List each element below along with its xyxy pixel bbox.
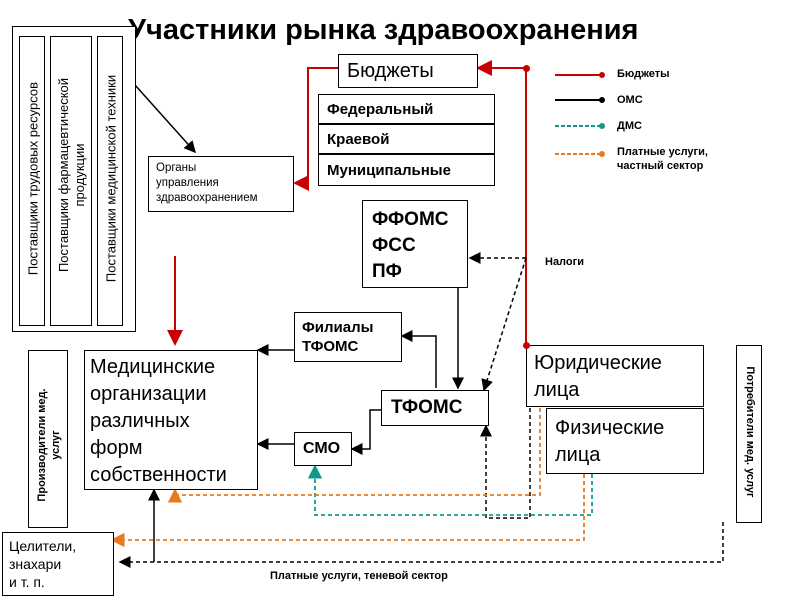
tfoms-label: ТФОМС — [391, 397, 463, 418]
legend-swatches — [555, 72, 605, 157]
med-orgs-line5: собственности — [90, 464, 227, 486]
legend-label-paid-line1: Платные услуги, — [617, 146, 708, 158]
oms-flow-lines — [134, 84, 464, 562]
med-orgs-line3: различных — [90, 410, 190, 432]
page-title: Участники рынка здравоохранения — [128, 14, 639, 46]
consumers-label: Потребители мед. услуг — [744, 366, 756, 498]
legend-swatch-budgets — [555, 72, 605, 78]
producers-label-box: Производители мед. услуг — [28, 350, 68, 528]
smo-label: СМО — [303, 440, 341, 457]
budget-municipal-label: Муниципальные — [327, 162, 451, 179]
budget-federal-label: Федеральный — [327, 101, 434, 118]
tfoms-box: ТФОМС — [381, 390, 489, 426]
funds-label: ФФОМС ФСС ПФ — [372, 207, 449, 285]
budget-regional-label: Краевой — [327, 131, 390, 148]
healers-line1: Целители, — [9, 538, 77, 554]
consumers-label-box: Потребители мед. услуг — [736, 345, 762, 523]
budgets-box: Бюджеты — [338, 54, 478, 88]
healers-label: Целители, знахари и т. п. — [9, 537, 76, 591]
med-orgs-line4: форм — [90, 437, 143, 459]
health-authorities-label: Органы управления здравоохранением — [156, 161, 258, 206]
funds-fss: ФСС — [372, 235, 416, 256]
budget-municipal-box: Муниципальные — [318, 154, 495, 186]
individuals-label: Физические лица — [555, 415, 664, 469]
tfoms-branches-line2: ТФОМС — [302, 338, 359, 355]
funds-box: ФФОМС ФСС ПФ — [362, 200, 468, 288]
tfoms-branches-line1: Филиалы — [302, 319, 374, 336]
supplier-pharma-label: Поставщики фармацевтической продукции — [56, 30, 88, 320]
legal-entities-line2: лица — [534, 379, 580, 401]
legend-label-budgets: Бюджеты — [617, 68, 670, 80]
medical-organizations-box: Медицинские организации различных форм с… — [84, 350, 258, 490]
taxes-dashed-lines — [118, 252, 724, 568]
producers-label: Производители мед. услуг — [35, 356, 63, 534]
supplier-pharma-box: Поставщики фармацевтической продукции — [50, 36, 92, 326]
budgets-title: Бюджеты — [347, 60, 434, 82]
individuals-line2: лица — [555, 444, 601, 466]
junction-dot-bottom — [523, 342, 530, 349]
legend-swatch-paid — [555, 151, 605, 157]
individuals-box: Физические лица — [546, 408, 704, 474]
legend-swatch-dms — [555, 123, 605, 129]
producers-line1: Производители мед. — [36, 388, 48, 502]
smo-box: СМО — [294, 432, 352, 466]
taxes-label: Налоги — [545, 256, 584, 268]
paid-flow-lines — [110, 408, 585, 548]
healers-box: Целители, знахари и т. п. — [2, 532, 114, 596]
health-authorities-line2: управления — [156, 177, 219, 189]
med-orgs-line2: организации — [90, 383, 207, 405]
legend-label-paid-line2: частный сектор — [617, 160, 704, 172]
health-authorities-line1: Органы — [156, 162, 197, 174]
supplier-pharma-line2: продукции — [72, 143, 87, 207]
legend-label-paid: Платные услуги, частный сектор — [617, 145, 708, 173]
legend-label-dms: ДМС — [617, 120, 642, 132]
health-authorities-box: Органы управления здравоохранением — [148, 156, 294, 212]
legend-label-oms: ОМС — [617, 94, 643, 106]
healers-line2: знахари — [9, 556, 62, 572]
health-authorities-line3: здравоохранением — [156, 192, 258, 204]
supplier-pharma-line1: Поставщики фармацевтической — [56, 77, 71, 273]
budget-federal-box: Федеральный — [318, 94, 495, 124]
budget-flow-lines — [167, 60, 527, 346]
producers-line2: услуг — [50, 430, 62, 460]
healers-line3: и т. п. — [9, 574, 45, 590]
funds-ffoms: ФФОМС — [372, 209, 449, 230]
legal-entities-box: Юридические лица — [526, 345, 704, 407]
funds-pf: ПФ — [372, 261, 402, 282]
medical-organizations-label: Медицинские организации различных форм с… — [90, 354, 227, 489]
tfoms-branches-box: Филиалы ТФОМС — [294, 312, 402, 362]
supplier-medtech-label: Поставщики медицинской техники — [103, 74, 119, 283]
legend-swatch-oms — [555, 97, 605, 103]
med-orgs-line1: Медицинские — [90, 356, 216, 378]
supplier-labor-box: Поставщики трудовых ресурсов — [19, 36, 45, 326]
tfoms-branches-label: Филиалы ТФОМС — [302, 318, 373, 356]
individuals-line1: Физические — [555, 417, 665, 439]
supplier-labor-label: Поставщики трудовых ресурсов — [25, 81, 41, 276]
shadow-sector-label: Платные услуги, теневой сектор — [270, 570, 448, 582]
legal-entities-label: Юридические лица — [534, 350, 662, 404]
junction-dot-top — [523, 65, 530, 72]
budget-regional-box: Краевой — [318, 124, 495, 154]
legal-entities-line1: Юридические — [534, 352, 662, 374]
supplier-medtech-box: Поставщики медицинской техники — [97, 36, 123, 326]
